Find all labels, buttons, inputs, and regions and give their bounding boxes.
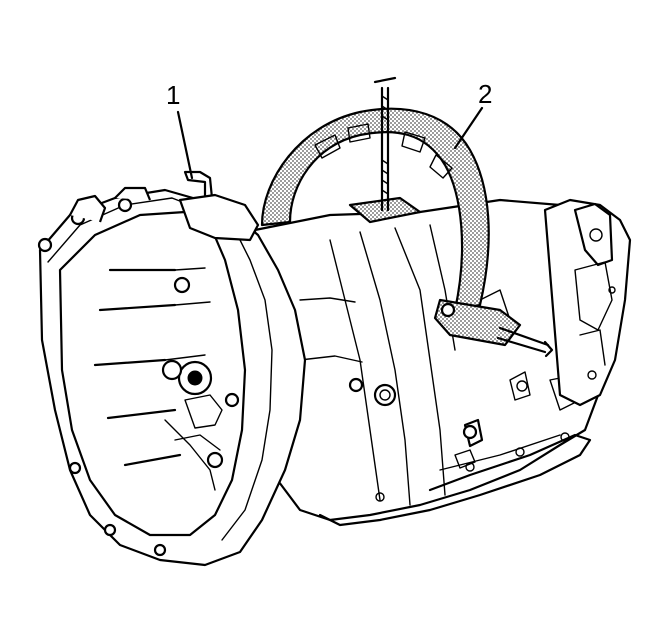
holding-fixture: [260, 76, 554, 358]
bell-housing: [37, 186, 307, 567]
leader-line-2: [453, 106, 484, 150]
callout-1: 1: [166, 80, 180, 110]
callout-2: 2: [478, 79, 492, 109]
callout-leaders: [176, 106, 484, 180]
transmission-case: [253, 198, 617, 527]
leader-line-1: [176, 110, 194, 180]
fill-tube: [178, 170, 260, 242]
tail-housing: [543, 198, 632, 407]
